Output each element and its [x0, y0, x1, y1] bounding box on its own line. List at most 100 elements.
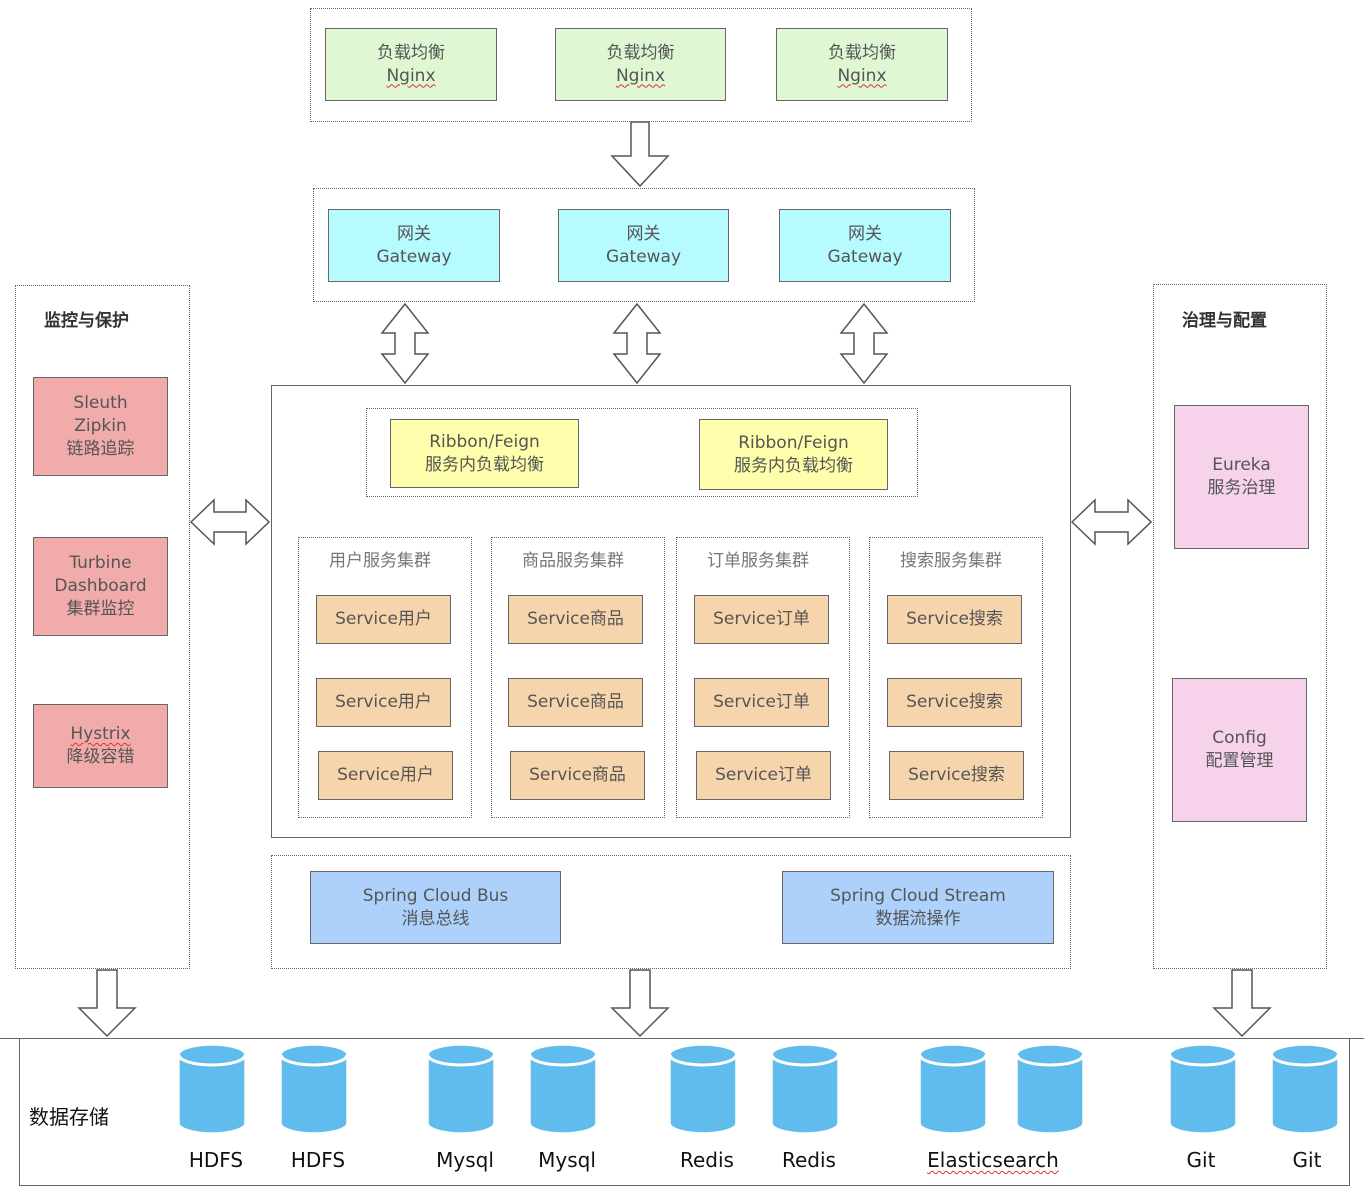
gateway-box-2: 网关 Gateway: [558, 209, 729, 282]
cluster-user: [298, 537, 472, 818]
database-icon: [528, 1043, 598, 1135]
monitor-turbine-box: Turbine Dashboard 集群监控: [33, 537, 168, 636]
service-label: Service搜索: [908, 765, 1005, 785]
service-area: [271, 385, 1071, 838]
gateway-box-1: 网关 Gateway: [328, 209, 500, 282]
service-box: Service用户: [316, 595, 451, 644]
nginx-box-1: 负载均衡 Nginx: [325, 28, 497, 101]
nginx-box-3: 负载均衡 Nginx: [776, 28, 948, 101]
service-box: Service搜索: [887, 678, 1022, 727]
database-icon: [279, 1043, 349, 1135]
storage-label: Redis: [680, 1148, 734, 1172]
nginx-title: 负载均衡: [828, 42, 896, 63]
database-icon: [918, 1043, 988, 1135]
storage-top-line: [0, 1038, 1364, 1039]
monitor-line: 链路追踪: [66, 439, 135, 459]
nginx-name: Nginx: [386, 65, 436, 86]
database-icon: [177, 1043, 247, 1135]
governance-line: Eureka: [1212, 455, 1271, 475]
messaging-desc: 消息总线: [401, 908, 470, 929]
service-label: Service订单: [715, 765, 812, 785]
monitor-hystrix-box: Hystrix 降级容错: [33, 704, 168, 788]
monitor-line: 降级容错: [66, 747, 135, 767]
messaging-desc: 数据流操作: [875, 908, 961, 929]
monitor-panel: [15, 285, 190, 969]
governance-line: 服务治理: [1207, 478, 1276, 498]
governance-title: 治理与配置: [1182, 311, 1267, 331]
arrow-updown-gateway-3: [839, 302, 889, 385]
service-label: Service用户: [335, 692, 432, 712]
database-icon: [1270, 1043, 1340, 1135]
service-label: Service搜索: [906, 609, 1003, 629]
arrow-leftright-governance: [1070, 498, 1153, 546]
nginx-name: Nginx: [837, 65, 887, 86]
service-label: Service商品: [527, 609, 624, 629]
cluster-product: [491, 537, 665, 818]
database-icon: [426, 1043, 496, 1135]
service-box: Service商品: [508, 595, 643, 644]
service-label: Service用户: [337, 765, 434, 785]
messaging-name: Spring Cloud Bus: [362, 885, 509, 906]
arrow-down-nginx-gateway: [610, 121, 670, 188]
service-box: Service用户: [316, 678, 451, 727]
storage-label: HDFS: [188, 1148, 244, 1172]
database-icon: [668, 1043, 738, 1135]
storage-label: Mysql: [538, 1148, 596, 1172]
service-label: Service搜索: [906, 692, 1003, 712]
monitor-line: Sleuth: [73, 393, 128, 413]
storage-label: Git: [1292, 1148, 1322, 1172]
cluster-title: 订单服务集群: [707, 551, 809, 571]
nginx-title: 负载均衡: [377, 42, 445, 63]
service-box: Service商品: [508, 678, 643, 727]
gateway-name: Gateway: [376, 246, 452, 267]
service-label: Service订单: [713, 609, 810, 629]
ribbon-desc: 服务内负载均衡: [425, 454, 544, 475]
ribbon-layer: [366, 408, 918, 497]
messaging-layer: [271, 855, 1071, 969]
database-icon: [1015, 1043, 1085, 1135]
arrow-down-governance-storage: [1212, 969, 1272, 1038]
service-box: Service订单: [694, 595, 829, 644]
cluster-search: [869, 537, 1043, 818]
arrow-down-monitor-storage: [77, 969, 137, 1038]
storage-label: Git: [1186, 1148, 1216, 1172]
ribbon-name: Ribbon/Feign: [738, 432, 849, 453]
ribbon-name: Ribbon/Feign: [429, 431, 540, 452]
storage-label: Mysql: [436, 1148, 494, 1172]
service-label: Service商品: [529, 765, 626, 785]
spring-cloud-bus-box: Spring Cloud Bus 消息总线: [310, 871, 561, 944]
gateway-name: Gateway: [827, 246, 903, 267]
service-label: Service订单: [713, 692, 810, 712]
gateway-layer: [313, 188, 975, 302]
service-label: Service用户: [335, 609, 432, 629]
nginx-name: Nginx: [615, 65, 666, 86]
database-icon: [1168, 1043, 1238, 1135]
ribbon-box-2: Ribbon/Feign 服务内负载均衡: [699, 419, 888, 490]
service-box: Service搜索: [889, 751, 1024, 800]
storage-title: 数据存储: [29, 1105, 109, 1129]
monitor-line: 集群监控: [66, 599, 135, 619]
gateway-title: 网关: [848, 223, 882, 244]
service-box: Service用户: [318, 751, 453, 800]
service-box: Service商品: [510, 751, 645, 800]
governance-line: Config: [1212, 728, 1267, 748]
ribbon-box-1: Ribbon/Feign 服务内负载均衡: [390, 419, 579, 488]
arrow-down-main-storage: [610, 969, 670, 1038]
governance-line: 配置管理: [1205, 751, 1274, 771]
ribbon-desc: 服务内负载均衡: [734, 455, 853, 476]
storage-label: HDFS: [290, 1148, 346, 1172]
gateway-title: 网关: [626, 223, 661, 244]
governance-eureka-box: Eureka 服务治理: [1174, 405, 1309, 549]
service-box: Service订单: [694, 678, 829, 727]
monitor-sleuth-box: Sleuth Zipkin 链路追踪: [33, 377, 168, 476]
monitor-line: Turbine: [69, 553, 132, 573]
gateway-name: Gateway: [605, 246, 682, 267]
monitor-line: Zipkin: [74, 416, 127, 436]
gateway-title: 网关: [397, 223, 431, 244]
storage-label: Elasticsearch: [927, 1148, 1059, 1172]
monitor-line: Dashboard: [54, 576, 147, 596]
storage-label: Redis: [782, 1148, 836, 1172]
arrow-leftright-monitor: [189, 498, 271, 546]
database-icon: [770, 1043, 840, 1135]
